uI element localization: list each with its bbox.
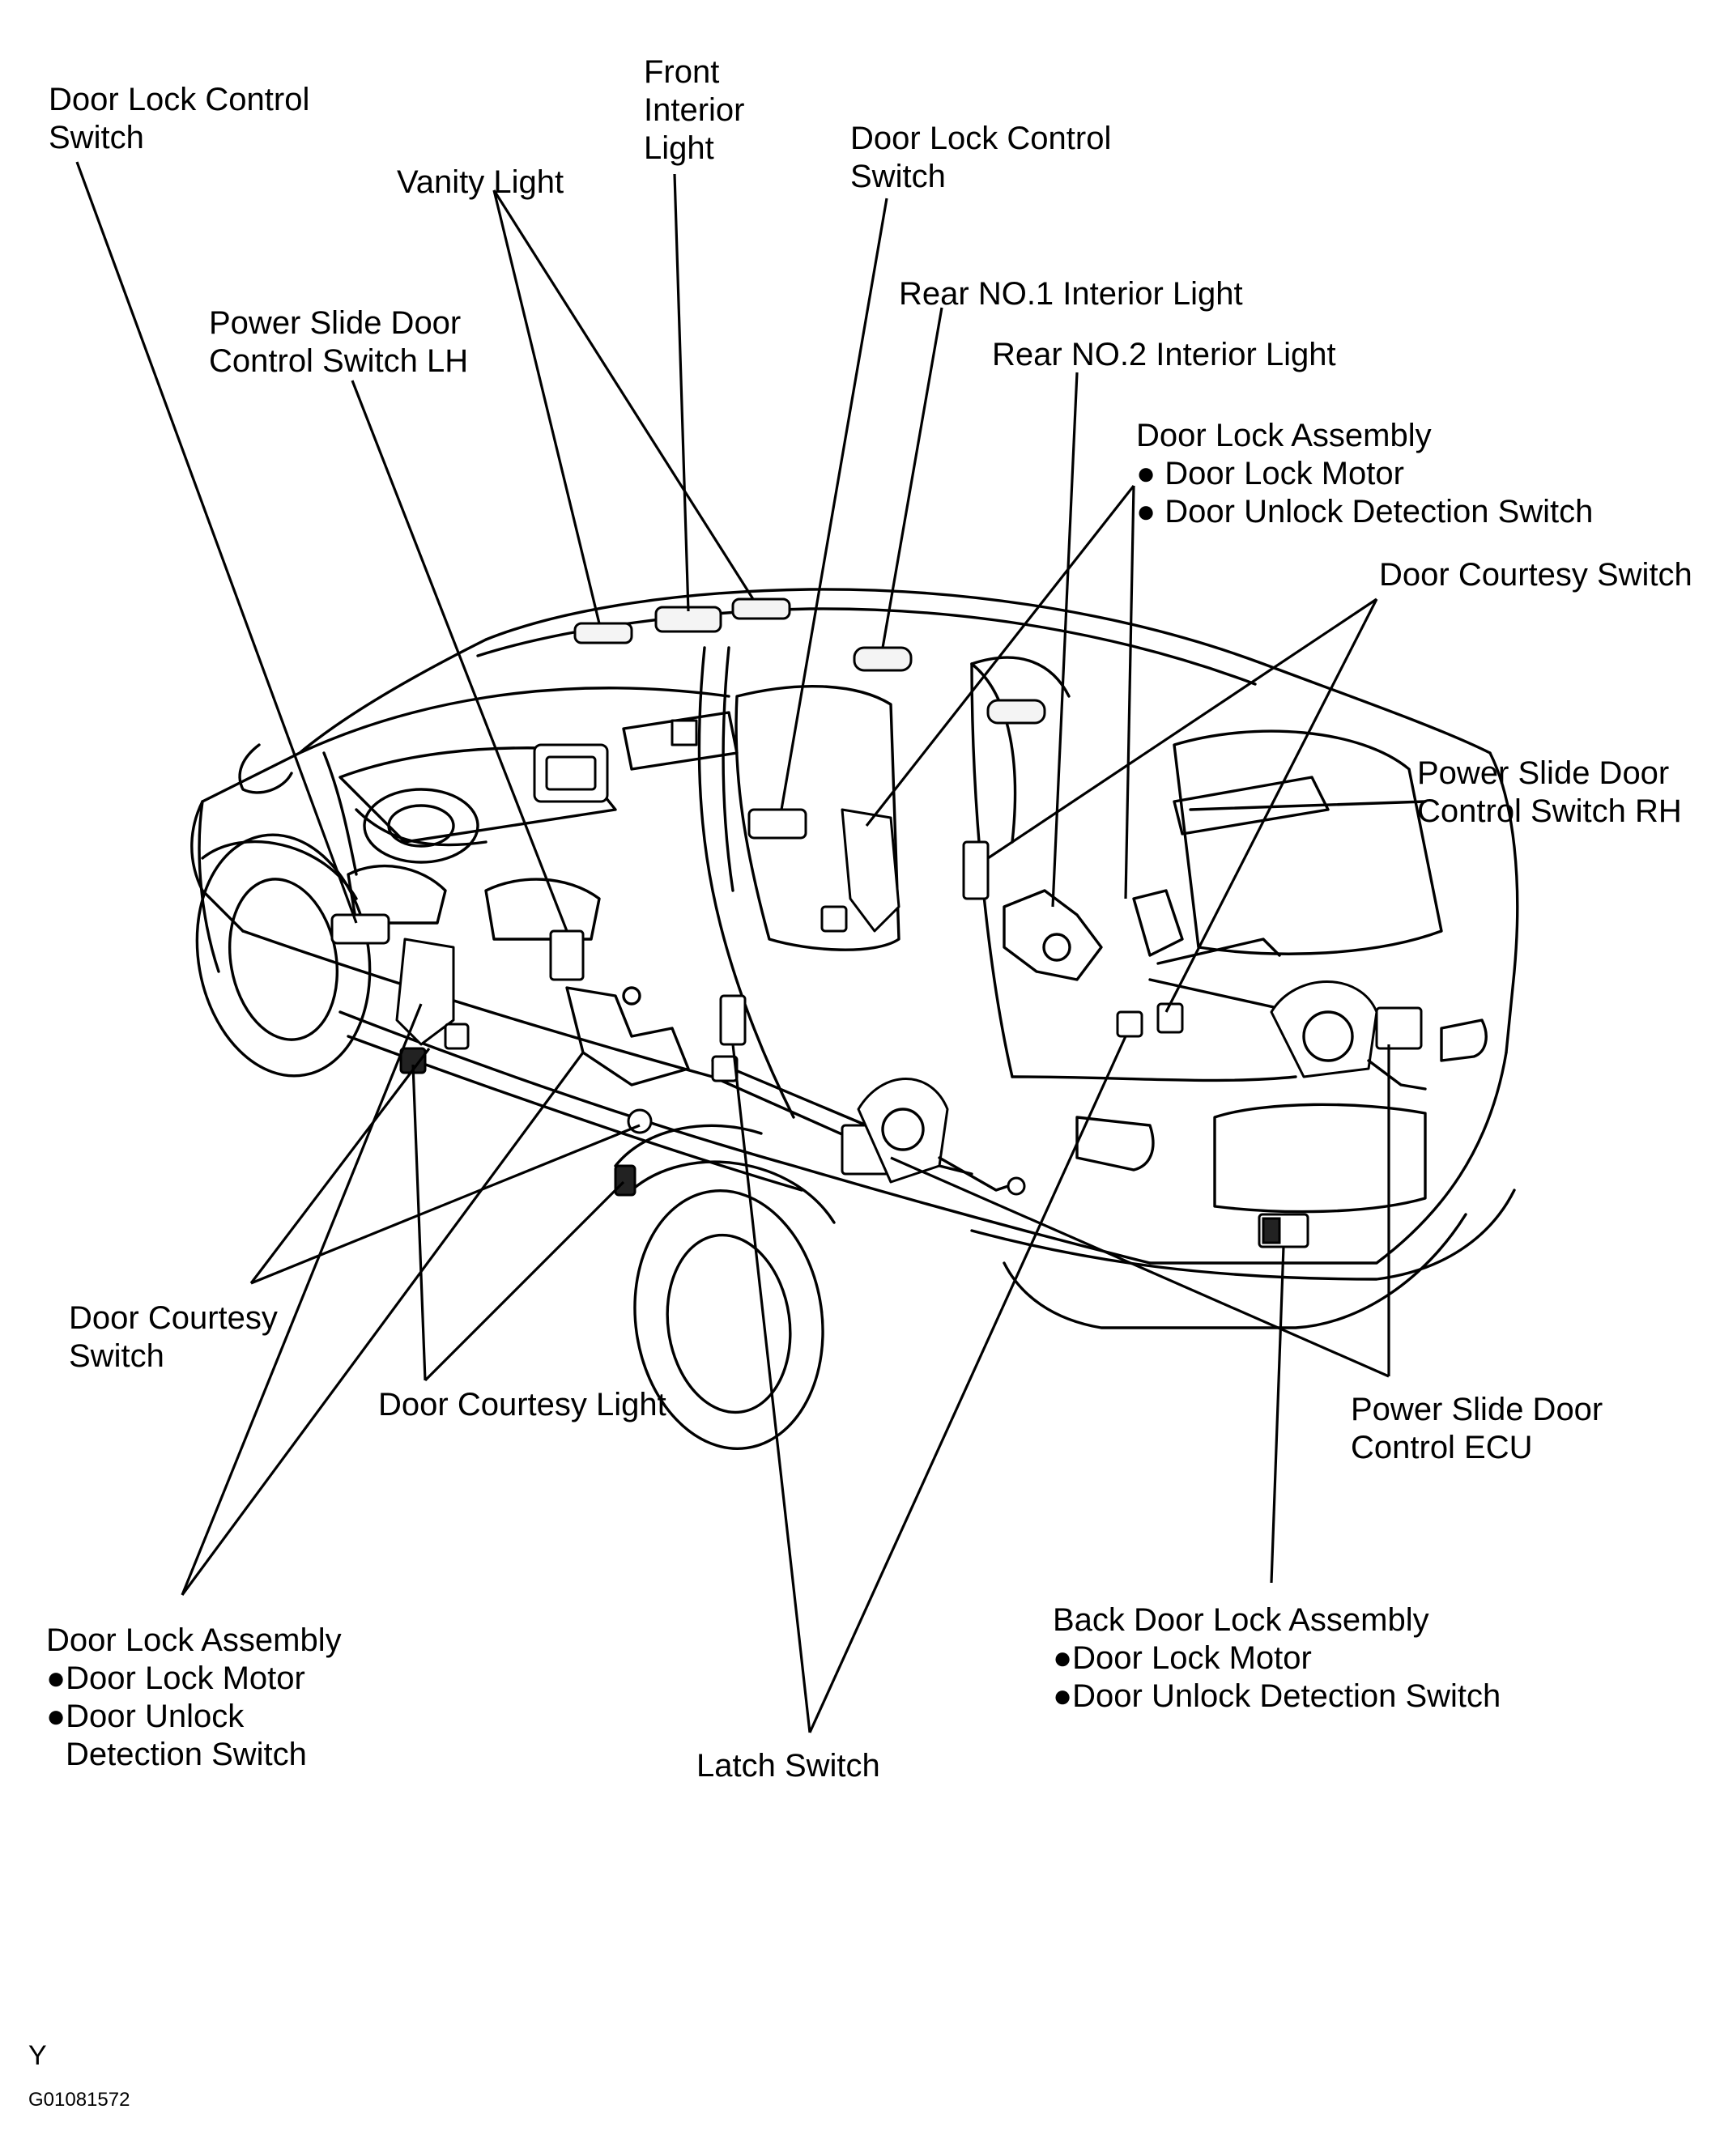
label-line: ●Door Lock Motor bbox=[46, 1661, 305, 1696]
label-rear-no1-interior-light: Rear NO.1 Interior Light bbox=[899, 275, 1243, 313]
label-door-courtesy-switch-left: Door Courtesy Switch bbox=[69, 1299, 278, 1376]
label-line: Door Lock Assembly bbox=[46, 1622, 342, 1658]
label-line: Switch bbox=[49, 120, 144, 155]
label-power-slide-door-control-switch-lh: Power Slide Door Control Switch LH bbox=[209, 304, 468, 381]
label-door-courtesy-light: Door Courtesy Light bbox=[378, 1386, 666, 1424]
label-line: ● Door Unlock Detection Switch bbox=[1136, 494, 1594, 529]
label-line: ● Door Lock Motor bbox=[1136, 456, 1404, 491]
figure-code: G01081572 bbox=[28, 2089, 130, 2111]
label-line: ●Door Unlock Detection Switch bbox=[1053, 1678, 1501, 1714]
label-line: Front bbox=[644, 54, 720, 90]
label-line: Control ECU bbox=[1351, 1430, 1533, 1465]
label-line: Switch bbox=[850, 159, 946, 194]
label-power-slide-door-control-ecu: Power Slide Door Control ECU bbox=[1351, 1391, 1603, 1467]
door-lock-assembly-left-component bbox=[395, 938, 455, 1046]
latch-switch-right-component bbox=[1116, 1010, 1143, 1038]
vanity-light-right-component bbox=[731, 597, 791, 620]
label-line: Door Lock Assembly bbox=[1136, 418, 1432, 453]
slide-door-motor-left bbox=[857, 1078, 949, 1184]
label-line: Rear NO.1 Interior Light bbox=[899, 276, 1243, 312]
label-power-slide-door-control-switch-rh: Power Slide Door Control Switch RH bbox=[1417, 755, 1682, 831]
label-line: Detection Switch bbox=[66, 1737, 307, 1772]
label-back-door-lock-assembly: Back Door Lock Assembly ●Door Lock Motor… bbox=[1053, 1601, 1501, 1716]
rear-no1-interior-light-component bbox=[853, 646, 913, 672]
label-line: Power Slide Door bbox=[1351, 1392, 1603, 1427]
label-door-lock-assembly-left: Door Lock Assembly ●Door Lock Motor ●Doo… bbox=[46, 1622, 342, 1774]
latch-switch-left-component bbox=[719, 994, 747, 1046]
vehicle-body bbox=[190, 588, 1519, 1450]
label-line: Latch Switch bbox=[696, 1748, 880, 1784]
label-line: Door Courtesy Switch bbox=[1379, 557, 1692, 593]
label-line: Door Lock Control bbox=[49, 82, 310, 117]
rear-no2-interior-light-component bbox=[986, 699, 1046, 725]
label-line: Power Slide Door bbox=[1417, 755, 1670, 791]
label-line: Light bbox=[644, 130, 714, 166]
label-line: Interior bbox=[644, 92, 745, 128]
label-latch-switch: Latch Switch bbox=[696, 1747, 880, 1785]
slide-door-motor-right bbox=[1270, 980, 1378, 1078]
door-lock-control-switch-left-component bbox=[330, 913, 390, 945]
door-lock-assembly-right-component bbox=[841, 808, 900, 933]
vehicle-interior bbox=[338, 711, 739, 941]
power-slide-door-control-switch-rh-component bbox=[962, 840, 990, 900]
label-line: Vanity Light bbox=[397, 164, 564, 200]
label-line: ●Door Unlock bbox=[46, 1699, 245, 1734]
leader-lines bbox=[75, 161, 1390, 1733]
label-line: Rear NO.2 Interior Light bbox=[992, 337, 1336, 372]
label-line: Back Door Lock Assembly bbox=[1053, 1602, 1429, 1638]
label-line: Power Slide Door bbox=[209, 305, 462, 341]
label-door-lock-assembly-right: Door Lock Assembly ● Door Lock Motor ● D… bbox=[1136, 417, 1593, 531]
label-front-interior-light: Front Interior Light bbox=[644, 53, 745, 168]
label-line: ●Door Lock Motor bbox=[1053, 1640, 1312, 1676]
label-line: Switch bbox=[69, 1338, 164, 1374]
door-courtesy-light-rear-component bbox=[614, 1164, 636, 1197]
label-door-courtesy-switch-right: Door Courtesy Switch bbox=[1379, 556, 1692, 594]
power-slide-door-control-switch-lh-component bbox=[549, 929, 585, 981]
label-door-lock-control-switch-right: Door Lock Control Switch bbox=[850, 120, 1111, 196]
vanity-light-left-component bbox=[573, 622, 633, 644]
door-courtesy-switch-left-component bbox=[444, 1023, 470, 1050]
label-line: Door Lock Control bbox=[850, 121, 1112, 156]
power-slide-door-control-ecu-right-component bbox=[1375, 1006, 1423, 1050]
label-line: Door Courtesy bbox=[69, 1300, 278, 1336]
label-rear-no2-interior-light: Rear NO.2 Interior Light bbox=[992, 336, 1336, 374]
label-vanity-light: Vanity Light bbox=[397, 164, 564, 202]
label-line: Door Courtesy Light bbox=[378, 1387, 666, 1422]
label-line: Control Switch RH bbox=[1417, 793, 1682, 829]
door-lock-control-switch-right-component bbox=[747, 808, 807, 840]
components bbox=[330, 597, 1427, 1248]
door-courtesy-switch-right-rear-component bbox=[1156, 1002, 1184, 1034]
label-line: Control Switch LH bbox=[209, 343, 469, 379]
door-courtesy-switch-right-component bbox=[820, 905, 848, 933]
label-door-lock-control-switch-left: Door Lock Control Switch bbox=[49, 81, 309, 157]
footer-marker: Y bbox=[28, 2040, 47, 2071]
